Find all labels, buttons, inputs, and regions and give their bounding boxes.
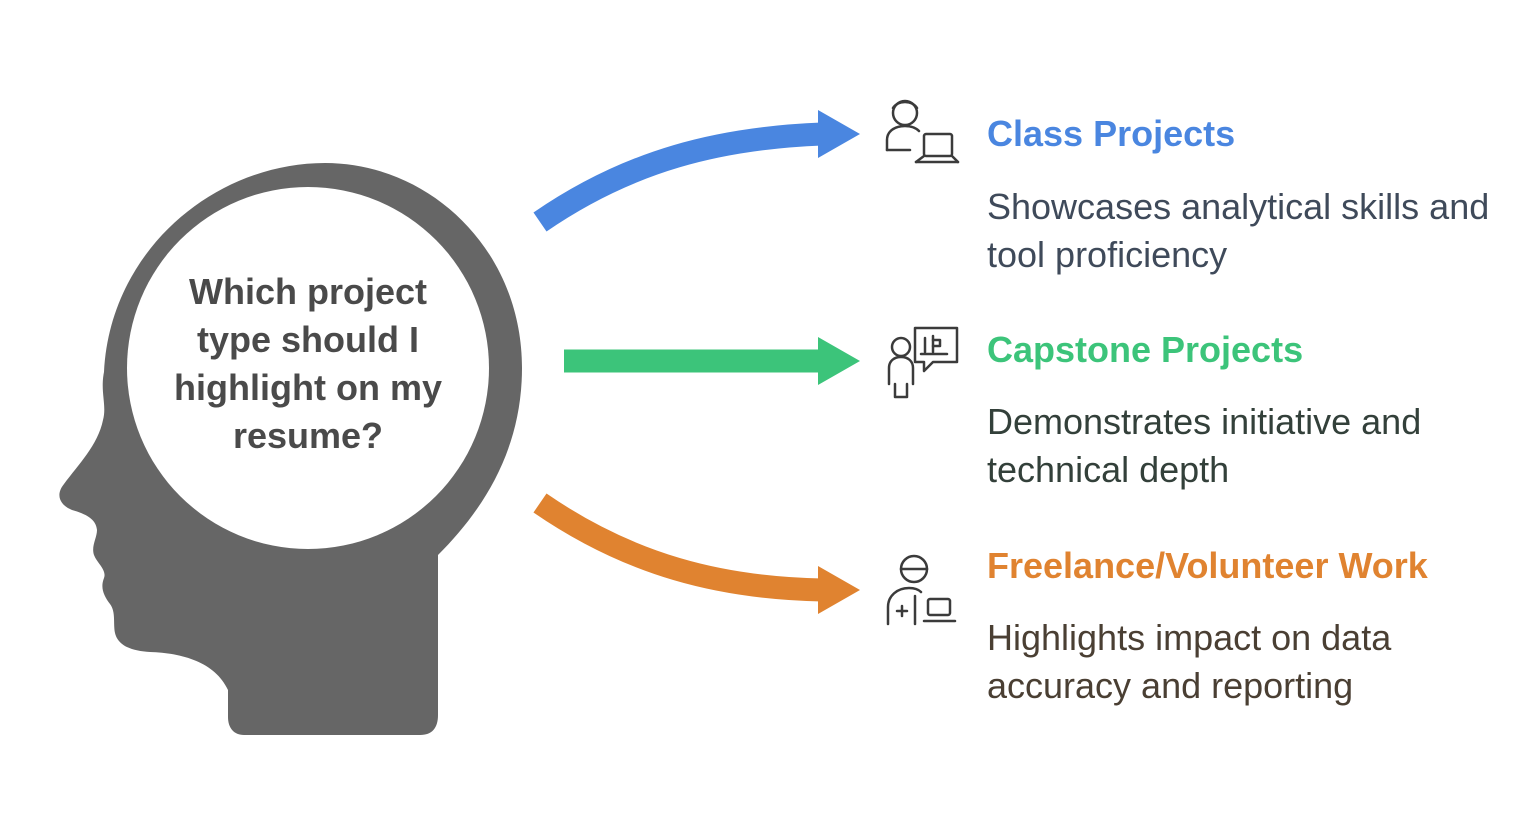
- central-question: Which project type should I highlight on…: [174, 271, 442, 456]
- worker-laptop-icon: [886, 554, 957, 626]
- option-title-class-projects: Class Projects: [987, 113, 1236, 154]
- arrow-to-freelance-volunteer: [533, 493, 860, 614]
- option-description-class-projects: Showcases analytical skills and tool pro…: [987, 186, 1490, 275]
- arrow-to-capstone-projects: [564, 337, 860, 385]
- presenter-chart-icon: [887, 326, 959, 399]
- option-title-freelance-volunteer: Freelance/Volunteer Work: [987, 545, 1428, 586]
- option-description-freelance-volunteer: Highlights impact on data accuracy and r…: [987, 617, 1392, 706]
- head-thought-circle: [127, 187, 489, 549]
- arrow-to-class-projects: [533, 110, 860, 232]
- student-laptop-icon: [885, 99, 960, 164]
- option-description-capstone-projects: Demonstrates initiative and technical de…: [987, 401, 1422, 490]
- option-title-capstone-projects: Capstone Projects: [987, 329, 1304, 370]
